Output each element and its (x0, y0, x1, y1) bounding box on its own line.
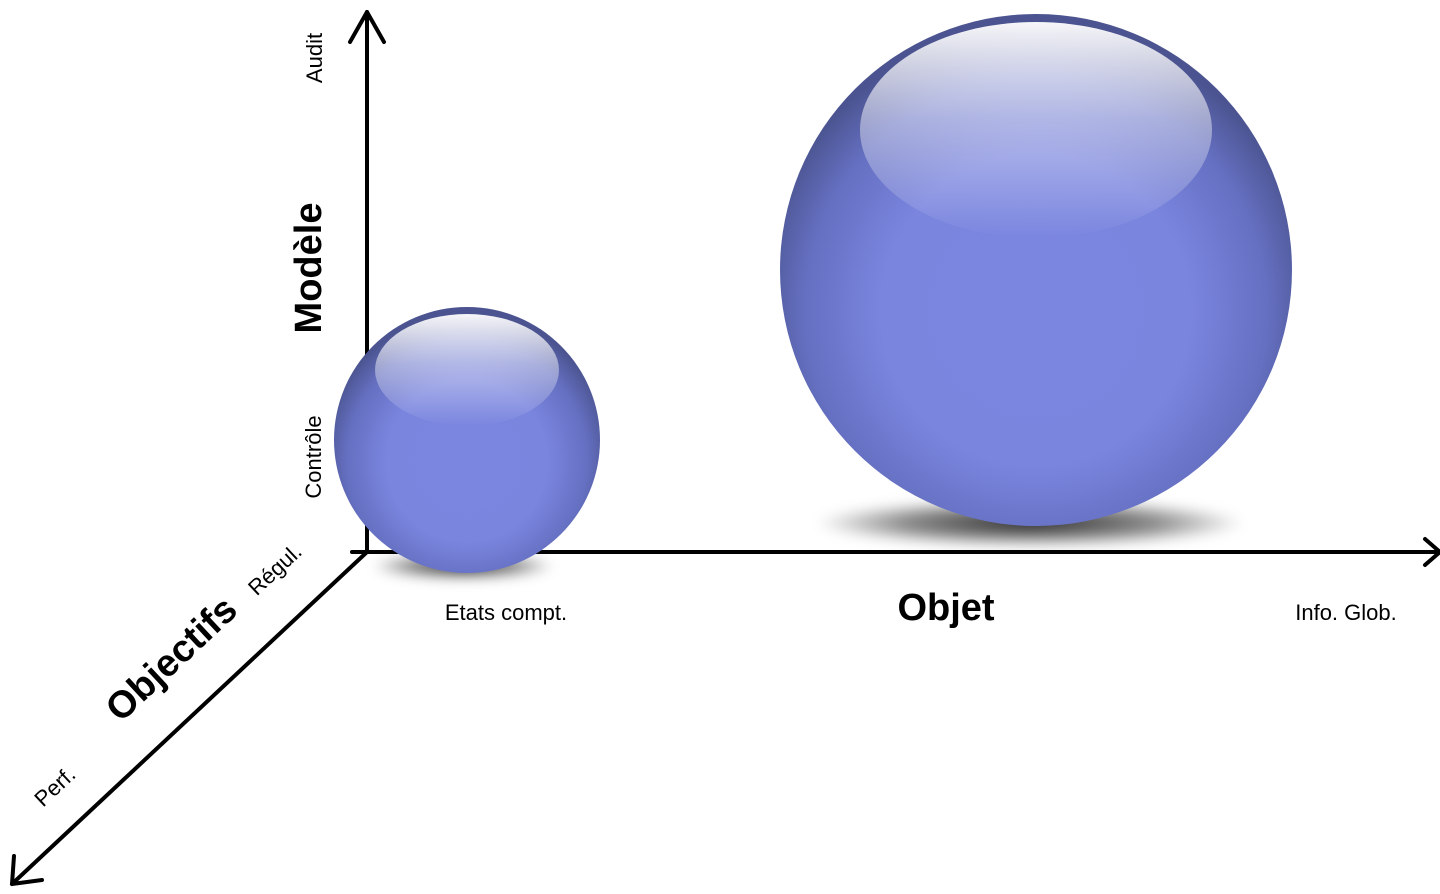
horizontal-axis-arrowhead (1423, 537, 1440, 567)
large-sphere-highlight (860, 22, 1212, 238)
horizontal-axis-right-label: Info. Glob. (1295, 600, 1397, 625)
depth-axis (10, 550, 369, 886)
vertical-axis-arrowhead (348, 10, 386, 44)
vertical-axis-title: Modèle (288, 203, 330, 334)
small-sphere-highlight (375, 314, 559, 426)
depth-axis-arrowhead (10, 854, 44, 886)
horizontal-axis-left-label: Etats compt. (445, 600, 567, 625)
depth-axis-near-label: Régul. (243, 539, 307, 601)
vertical-axis-bottom-label: Contrôle (301, 415, 326, 498)
large-sphere (780, 14, 1292, 547)
vertical-axis-top-label: Audit (302, 33, 327, 83)
horizontal-axis-title: Objet (897, 587, 994, 629)
depth-axis-title: Objectifs (98, 588, 246, 730)
depth-axis-far-label: Perf. (29, 762, 80, 812)
small-sphere (334, 307, 600, 580)
